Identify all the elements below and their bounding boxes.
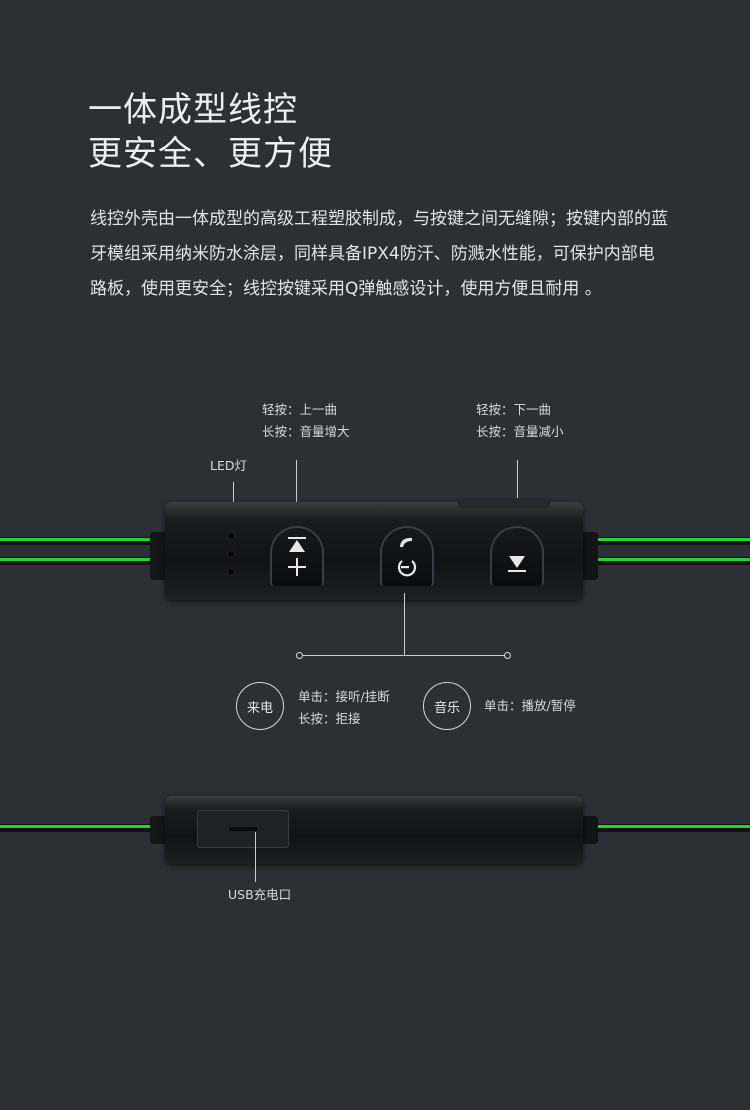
headline: 一体成型线控 更安全、更方便	[88, 88, 333, 176]
usb-label: USB充电口	[228, 887, 292, 902]
inline-remote	[165, 498, 583, 600]
vol-down-long-label: 长按：音量减小	[476, 424, 564, 439]
music-tag: 音乐	[423, 682, 471, 730]
led-indicator-2	[227, 550, 235, 558]
bracket-end-left	[296, 652, 303, 659]
cable-left-2	[0, 824, 152, 832]
description: 线控外壳由一体成型的高级工程塑胶制成，与按键之间无缝隙；按键内部的蓝牙模组采用纳…	[90, 209, 668, 299]
call-callout: 单击：接听/挂断 长按：拒接	[298, 686, 390, 730]
inline-remote-back	[165, 796, 583, 864]
vol-up-leader	[296, 460, 297, 540]
usb-slot	[229, 827, 257, 831]
multifunction-button[interactable]	[380, 526, 434, 586]
cable-right-2	[598, 824, 750, 832]
multifunction-leader	[404, 593, 405, 655]
usb-leader	[255, 832, 256, 882]
vol-up-button[interactable]	[270, 526, 324, 586]
triangle-down-bar-icon	[508, 556, 526, 572]
usb-charging-port[interactable]	[197, 810, 289, 848]
remote-cap-left	[150, 532, 168, 580]
power-icon	[397, 560, 417, 577]
cable-left-1	[0, 537, 152, 545]
led-indicator-3	[227, 568, 235, 576]
remote-back-cap-left	[150, 816, 168, 844]
headline-line-1: 一体成型线控	[88, 90, 298, 130]
cable-right-1b	[598, 557, 750, 565]
call-tag: 来电	[236, 682, 284, 730]
remote-top-slot	[458, 498, 550, 508]
remote-cap-right	[580, 532, 598, 580]
vol-up-long-label: 长按：音量增大	[262, 424, 350, 439]
plus-icon	[288, 558, 306, 576]
vol-up-callout: 轻按：上一曲 长按：音量增大	[262, 399, 350, 443]
cable-right-1	[598, 537, 750, 545]
triangle-up-bar-icon	[288, 537, 306, 552]
phone-icon	[400, 537, 412, 547]
vol-up-short-label: 轻按：上一曲	[262, 402, 338, 417]
led-label: LED灯	[210, 458, 247, 473]
multifunction-bracket	[300, 655, 508, 656]
led-indicator-1	[227, 532, 235, 540]
vol-down-short-label: 轻按：下一曲	[476, 402, 552, 417]
call-long-label: 长按：拒接	[298, 711, 361, 726]
remote-back-cap-right	[580, 816, 598, 844]
vol-down-button[interactable]	[490, 526, 544, 586]
music-single-label: 单击：播放/暂停	[484, 698, 576, 713]
bracket-end-right	[504, 652, 511, 659]
vol-down-callout: 轻按：下一曲 长按：音量减小	[476, 399, 564, 443]
headline-line-2: 更安全、更方便	[88, 134, 333, 174]
cable-left-1b	[0, 557, 152, 565]
call-single-label: 单击：接听/挂断	[298, 689, 390, 704]
